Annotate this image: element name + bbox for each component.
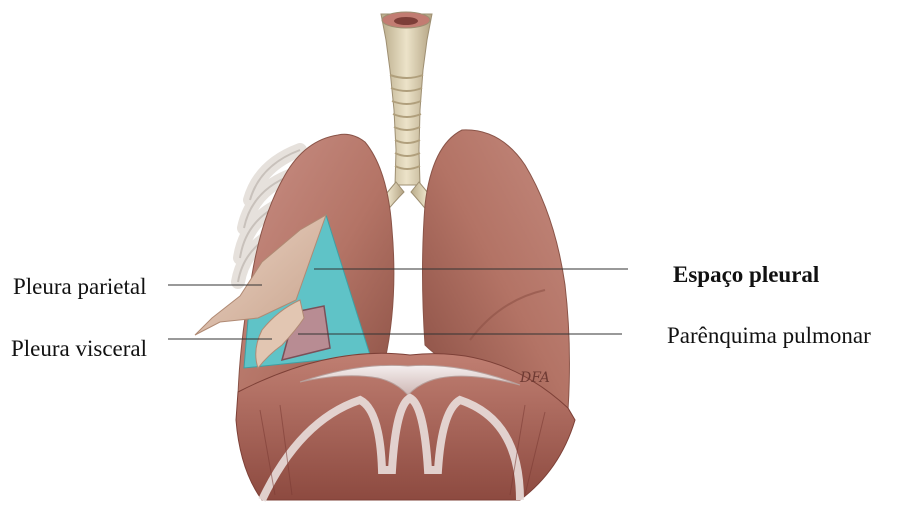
label-pleura-visceral: Pleura visceral <box>11 337 147 360</box>
label-espaco-pleural: Espaço pleural <box>673 263 819 286</box>
artist-signature: DFA <box>519 370 550 386</box>
label-parenquima-pulmonar: Parênquima pulmonar <box>667 324 871 347</box>
label-pleura-parietal: Pleura parietal <box>13 275 146 298</box>
